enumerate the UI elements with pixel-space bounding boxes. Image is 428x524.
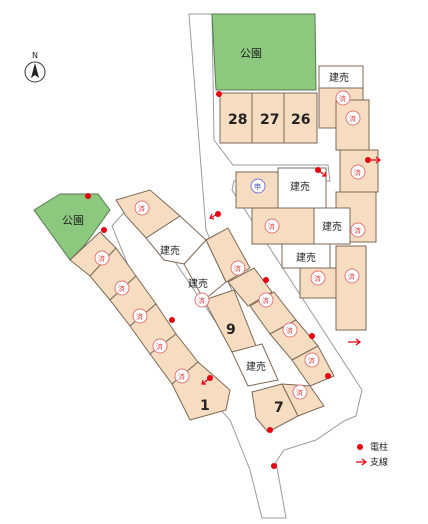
sold-mark-text: 済 bbox=[268, 222, 275, 231]
lot-me-sale-2 bbox=[313, 207, 351, 245]
guy-arrow-icon bbox=[317, 169, 327, 177]
sold-mark bbox=[345, 110, 361, 126]
sold-mark bbox=[174, 368, 190, 384]
lot-me-4 bbox=[335, 245, 367, 331]
pole-icon bbox=[101, 227, 107, 233]
sold-mark-text: 済 bbox=[286, 326, 293, 335]
north-label: N bbox=[32, 51, 38, 60]
lot-26-number: 26 bbox=[291, 112, 310, 128]
guy-arrow-icon bbox=[201, 377, 211, 385]
lot-26 bbox=[283, 92, 318, 144]
sold-mark bbox=[304, 352, 320, 368]
guy-arrow-icon bbox=[209, 213, 219, 220]
sold-mark-text: 済 bbox=[354, 168, 361, 177]
lot-me-2 bbox=[251, 207, 315, 245]
sold-mark bbox=[264, 218, 280, 234]
legend-pole-icon bbox=[357, 444, 363, 450]
sold-mark bbox=[132, 308, 148, 324]
sold-mark-text: 済 bbox=[296, 388, 303, 397]
park-north bbox=[211, 13, 317, 91]
lot-27-number: 27 bbox=[260, 112, 279, 128]
request-mark-text: 申 bbox=[254, 182, 261, 191]
sold-mark bbox=[282, 322, 298, 338]
sold-mark bbox=[350, 164, 366, 180]
lot-ne-sale-1-label: 建売 bbox=[329, 71, 349, 84]
sold-mark bbox=[152, 338, 168, 354]
sold-mark bbox=[258, 292, 274, 308]
sold-mark bbox=[310, 270, 326, 286]
park-west-label: 公園 bbox=[62, 214, 84, 227]
sold-mark-text: 済 bbox=[234, 264, 241, 273]
sold-mark-text: 済 bbox=[314, 274, 321, 283]
sold-mark-text: 済 bbox=[136, 312, 143, 321]
pole-icon bbox=[216, 91, 222, 97]
park-north-label: 公園 bbox=[240, 47, 262, 60]
guy-arrow-icon bbox=[348, 338, 361, 346]
lot-me-sale bbox=[277, 167, 327, 209]
lot-9-number: 9 bbox=[226, 322, 236, 338]
sold-mark bbox=[335, 90, 351, 106]
sold-mark-text: 済 bbox=[198, 296, 205, 305]
sold-mark-text: 済 bbox=[308, 356, 315, 365]
lot-cs-sale-label: 建売 bbox=[246, 360, 266, 373]
lot-27 bbox=[251, 92, 285, 144]
sold-mark-text: 済 bbox=[349, 114, 356, 123]
pole-icon bbox=[263, 277, 269, 283]
lot-7 bbox=[251, 383, 299, 433]
pole-icon bbox=[309, 333, 315, 339]
lot-cs-7 bbox=[115, 189, 181, 239]
lot-cs-sale bbox=[231, 343, 279, 387]
lot-me-sale-3-label: 建売 bbox=[296, 251, 316, 264]
sold-mark-text: 済 bbox=[118, 284, 125, 293]
sold-mark-text: 済 bbox=[98, 254, 105, 263]
pole-icon bbox=[267, 427, 273, 433]
legend: 電柱 支線 bbox=[356, 441, 388, 468]
sold-mark-text: 済 bbox=[339, 94, 346, 103]
sold-markers: 済 済 済 済 済 済 済 済 済 済 済 済 済 済 済 済 済 済 済 bbox=[94, 90, 366, 400]
sold-mark bbox=[344, 268, 360, 284]
sold-mark bbox=[114, 280, 130, 296]
sold-mark-text: 済 bbox=[262, 296, 269, 305]
legend-guy-label: 支線 bbox=[370, 456, 388, 468]
sold-mark bbox=[230, 260, 246, 276]
sold-mark-text: 済 bbox=[156, 342, 163, 351]
north-indicator: N bbox=[24, 51, 46, 83]
lot-me-sale-label: 建売 bbox=[290, 180, 310, 193]
pole-icon bbox=[85, 193, 91, 199]
lot-cs-sale-2-label: 建売 bbox=[188, 277, 208, 290]
lot-me-sale-2-label: 建売 bbox=[322, 220, 342, 233]
sold-mark-text: 済 bbox=[348, 272, 355, 281]
sold-mark bbox=[134, 200, 150, 216]
sold-mark bbox=[194, 292, 210, 308]
guy-wires bbox=[201, 156, 381, 385]
sold-mark-text: 済 bbox=[138, 204, 145, 213]
pole-icon bbox=[271, 463, 277, 469]
legend-pole-label: 電柱 bbox=[370, 441, 388, 453]
sold-mark bbox=[292, 384, 308, 400]
lot-1-number: 1 bbox=[200, 398, 210, 414]
lot-cs-sale-3-label: 建売 bbox=[160, 244, 180, 257]
sold-mark-text: 済 bbox=[178, 372, 185, 381]
legend-guy-arrow-icon bbox=[356, 458, 367, 466]
lot-7-number: 7 bbox=[274, 400, 284, 416]
sold-mark bbox=[94, 250, 110, 266]
lot-28-number: 28 bbox=[228, 112, 247, 128]
guy-arrow-icon bbox=[368, 156, 381, 164]
pole-icon bbox=[325, 373, 331, 379]
sold-mark-text: 済 bbox=[354, 226, 361, 235]
north-arrow-icon bbox=[31, 63, 39, 78]
request-mark bbox=[250, 178, 266, 194]
pole-icon bbox=[169, 317, 175, 323]
sold-mark bbox=[350, 222, 366, 238]
